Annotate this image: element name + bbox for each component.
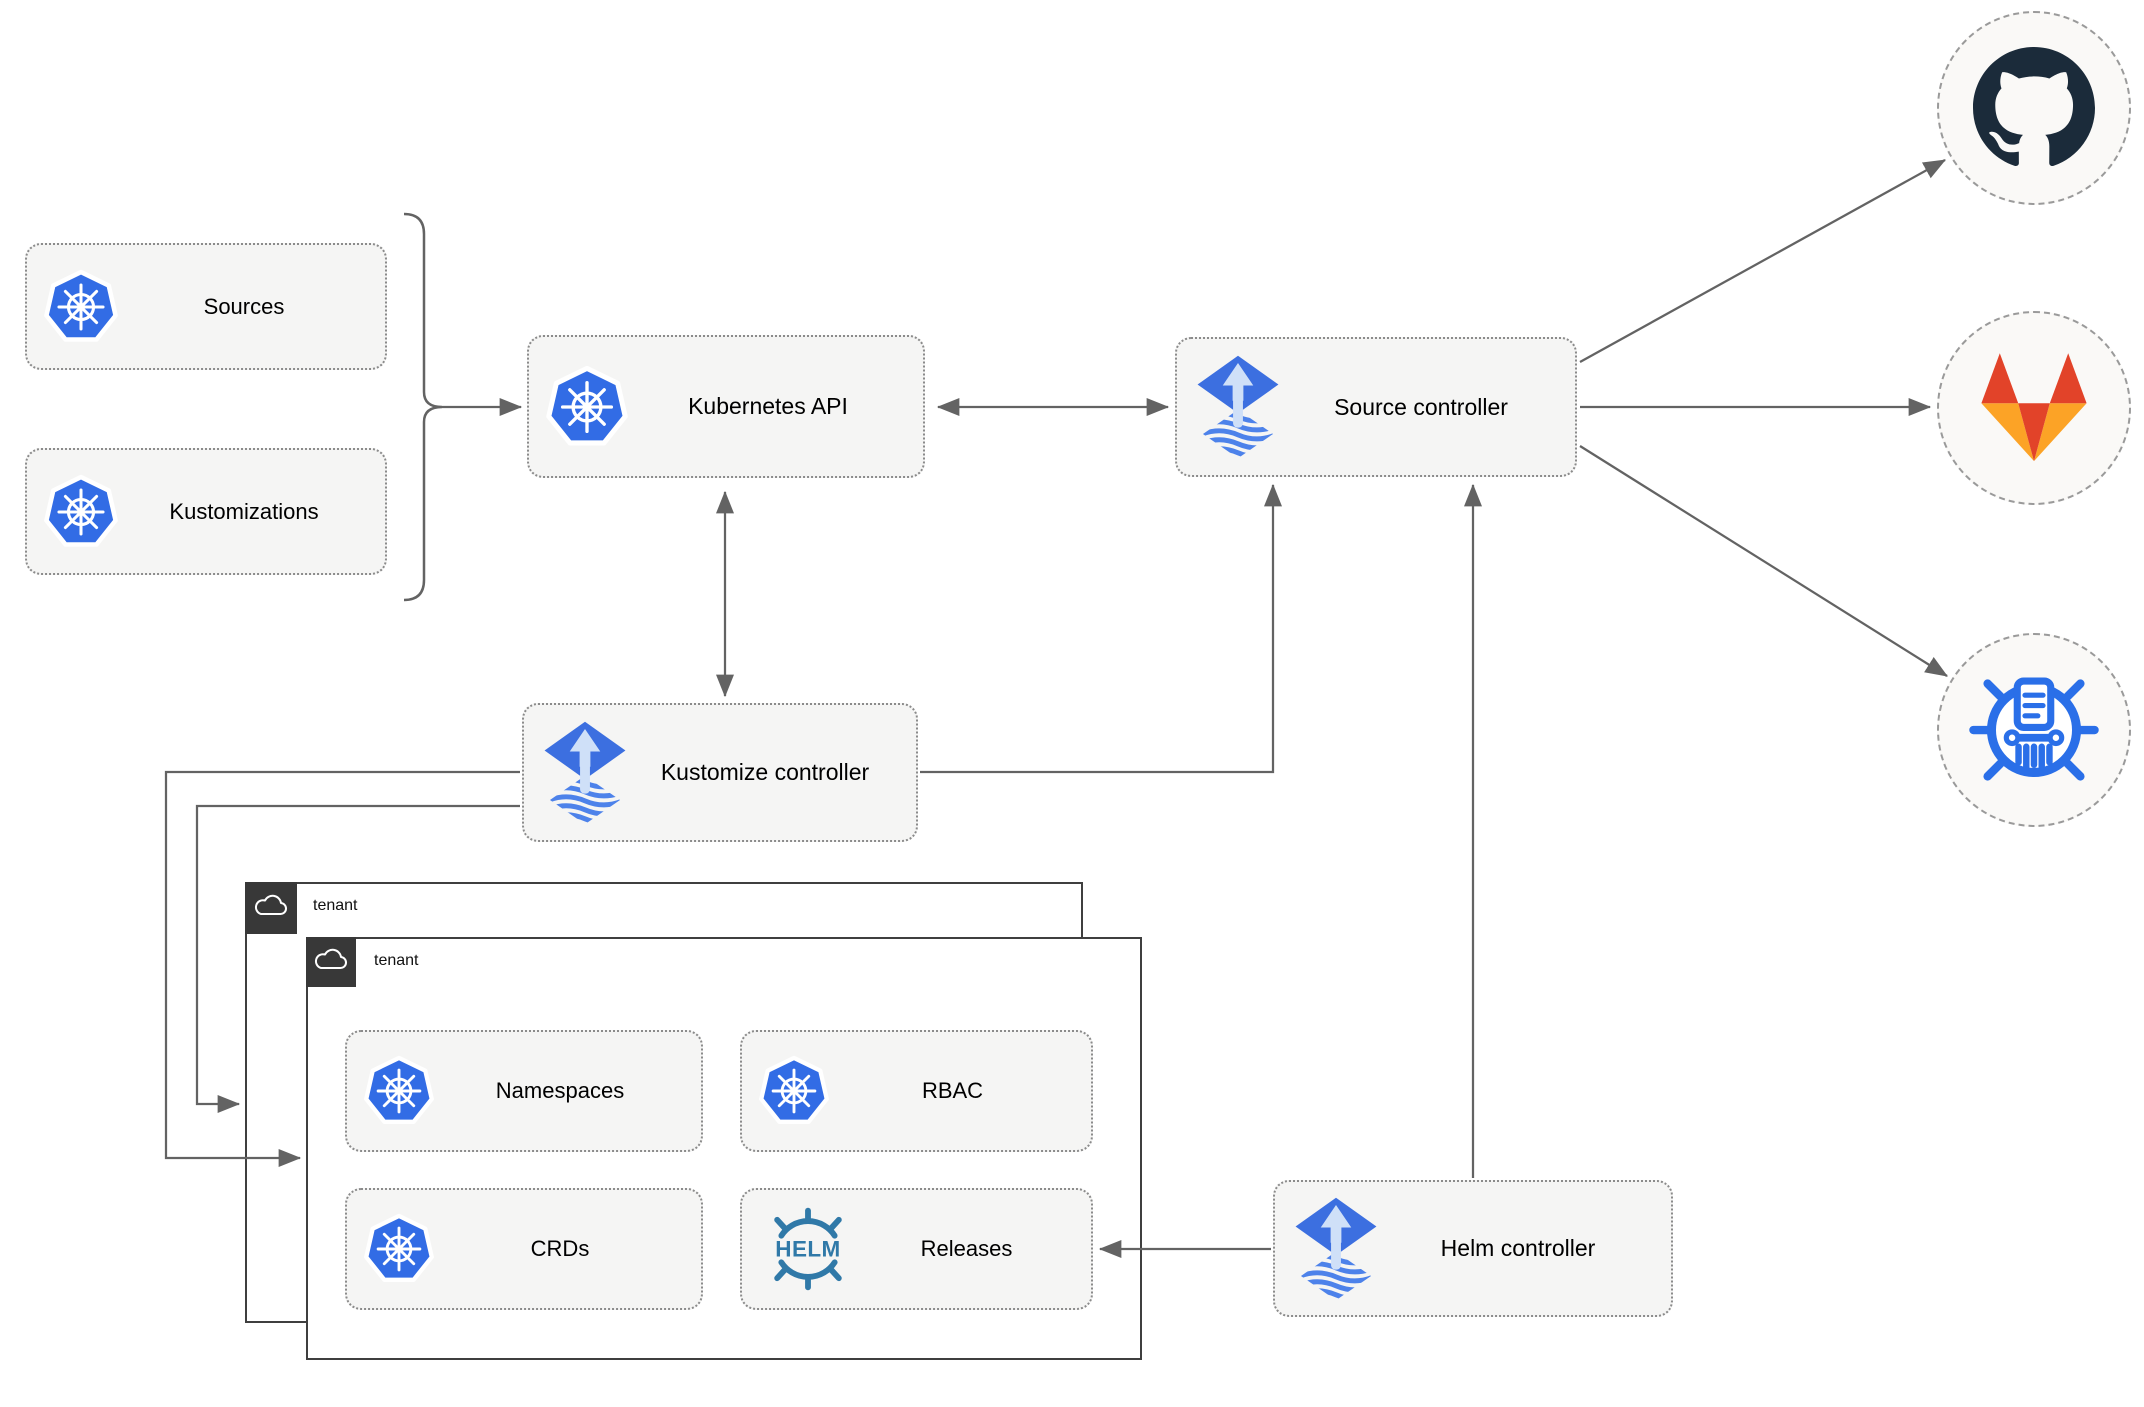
node-label: Releases [920,1236,1013,1262]
kubernetes-icon [545,365,629,449]
endpoint-github [1937,11,2131,205]
kustomize-icon [1967,663,2101,797]
node-releases: HELM Releases [740,1188,1093,1310]
kubernetes-icon [363,1213,435,1285]
node-source-controller: Source controller [1175,337,1577,477]
cloud-badge [245,882,297,934]
endpoint-kustomize-repo [1937,633,2131,827]
brace-sources-kustomizations [403,212,443,602]
cloud-badge [306,937,356,987]
kubernetes-icon [758,1055,830,1127]
node-rbac: RBAC [740,1030,1093,1152]
node-label: Kustomize controller [660,759,870,786]
flux-icon [540,720,630,826]
arrow-source-controller-to-kustomize-repo [1579,445,1948,677]
node-label: Kustomizations [169,498,319,524]
node-label: Kubernetes API [688,393,848,420]
node-label: Sources [203,293,285,319]
tenant-label: tenant [313,897,358,914]
node-sources: Sources [25,243,387,370]
node-kubernetes-api: Kubernetes API [527,335,925,478]
cloud-icon [314,948,348,970]
node-helm-controller: Helm controller [1273,1180,1673,1317]
github-icon [1973,47,2095,166]
node-label: Source controller [1334,393,1508,420]
endpoint-gitlab [1937,311,2131,505]
tenant-label: tenant [374,952,419,969]
kubernetes-icon [43,474,119,550]
gitlab-icon [1981,352,2087,461]
cloud-icon [254,894,288,916]
node-namespaces: Namespaces [345,1030,703,1152]
helm-icon: HELM [758,1207,858,1291]
node-kustomize-controller: Kustomize controller [522,703,918,842]
kubernetes-icon [43,269,119,345]
node-label: CRDs [530,1236,590,1262]
node-crds: CRDs [345,1188,703,1310]
node-kustomizations: Kustomizations [25,448,387,575]
node-label: Helm controller [1440,1235,1596,1262]
kubernetes-icon [363,1055,435,1127]
node-label: Namespaces [495,1078,625,1104]
helm-wordmark: HELM [775,1237,840,1262]
flux-icon [1291,1196,1381,1302]
flux-icon [1193,354,1283,460]
node-label: RBAC [921,1078,984,1104]
arrow-source-controller-to-github [1579,159,1946,363]
arrow-kustomize-controller-to-source-controller [920,483,1282,774]
